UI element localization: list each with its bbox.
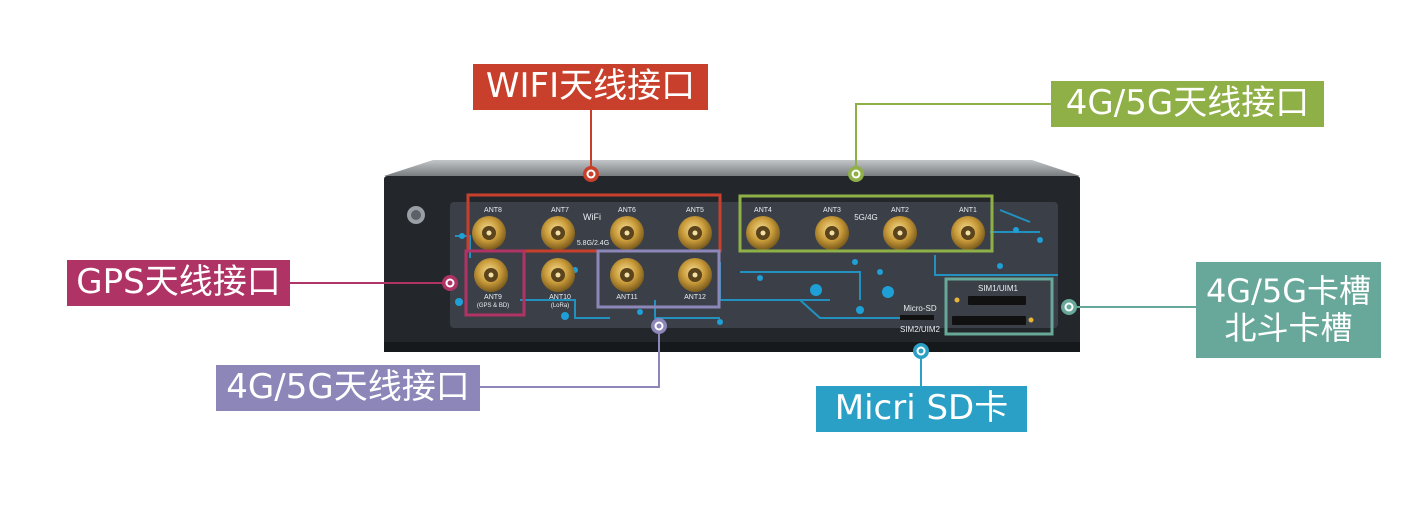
port-label: ANT3 [823,207,841,214]
sim-slot-callout: 4G/5G卡槽 北斗卡槽 [1196,262,1381,358]
target-dot [651,318,667,334]
port-label: ANT12 [684,294,706,301]
wifi-antenna-label: WIFI天线接口 [485,66,696,107]
port-label: ANT9 [484,294,502,301]
port-label: ANT5 [686,207,704,214]
port-label: ANT1 [959,207,977,214]
lte-antenna-callout-bottom: 4G/5G天线接口 [216,365,480,411]
sim-slot-label-line2: 北斗卡槽 [1224,309,1353,347]
sim2-label: SIM2/UIM2 [900,325,941,334]
port-label: ANT7 [551,207,569,214]
gps-highlight-box [464,249,526,317]
sim-slot-label-line1: 4G/5G卡槽 [1205,272,1372,311]
sim1-slot [968,296,1026,305]
antenna-port-row-top [472,216,985,250]
target-dot [1061,299,1077,315]
microsd-slot [900,315,934,320]
port-label: ANT11 [616,294,637,301]
sim2-slot [952,316,1026,325]
wifi-band-label: 5.8G/2.4G [577,240,609,247]
lte-antenna-label-top: 4G/5G天线接口 [1065,83,1310,124]
lte-antenna-label-bottom: 4G/5G天线接口 [226,367,470,408]
wifi-panel-label: WiFi [583,212,601,222]
gps-antenna-callout: GPS天线接口 [67,260,290,306]
port-label: ANT10 [549,294,571,301]
lte-antenna-callout-top: 4G/5G天线接口 [1051,81,1324,127]
port-label: ANT4 [754,207,772,214]
target-dot [583,166,599,182]
target-dot [442,275,458,291]
antenna-port-row-bottom [474,258,712,292]
cellular-panel-label: 5G/4G [854,213,878,222]
target-dot [848,166,864,182]
lte-bottom-highlight-box [596,249,721,309]
port-label: ANT8 [484,207,502,214]
target-dot [913,343,929,359]
wifi-highlight-box [466,193,722,253]
microsd-callout-label: Micri SD卡 [834,388,1009,429]
port-sublabel: (GPS & BD) [477,303,509,309]
port-label: ANT2 [891,207,909,214]
wifi-antenna-callout: WIFI天线接口 [473,64,708,110]
sim1-label: SIM1/UIM1 [978,284,1019,293]
port-sublabel: (LoRa) [551,303,569,309]
lte-top-highlight-box [738,194,994,253]
sim-highlight-box [944,277,1054,336]
port-label: ANT6 [618,207,636,214]
microsd-callout: Micri SD卡 [816,386,1027,432]
microsd-label: Micro-SD [903,304,937,313]
gps-antenna-label: GPS天线接口 [76,262,281,303]
